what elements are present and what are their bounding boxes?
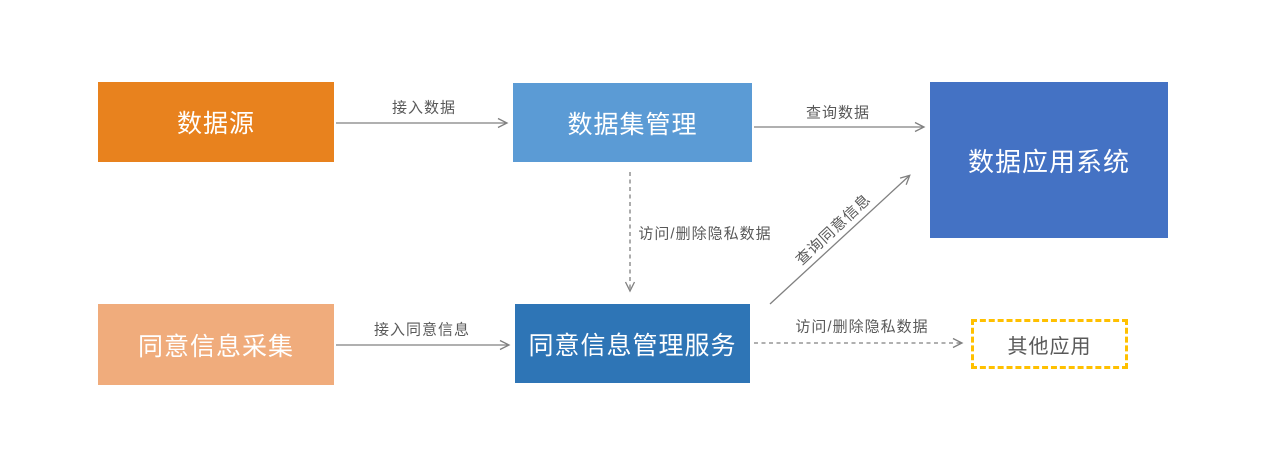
- edge-label-access-delete-private-data-vertical: 访问/删除隐私数据: [638, 225, 772, 243]
- node-consent-info-collection: 同意信息采集: [98, 304, 334, 385]
- node-consent-info-management-service: 同意信息管理服务: [515, 304, 750, 383]
- edge-label-access-consent-info: 接入同意信息: [373, 321, 471, 339]
- edge-label-query-data: 查询数据: [805, 104, 871, 122]
- edge-label-query-consent-info: 查询同意信息: [792, 190, 875, 269]
- node-data-application-system: 数据应用系统: [930, 82, 1168, 238]
- edge-label-access-delete-private-data-horizontal: 访问/删除隐私数据: [795, 318, 929, 336]
- edge-query-consent-info-line: [769, 174, 911, 305]
- node-other-applications: 其他应用: [971, 319, 1128, 369]
- edge-label-access-data: 接入数据: [391, 99, 457, 117]
- node-data-source: 数据源: [98, 82, 334, 162]
- node-dataset-management: 数据集管理: [513, 83, 752, 162]
